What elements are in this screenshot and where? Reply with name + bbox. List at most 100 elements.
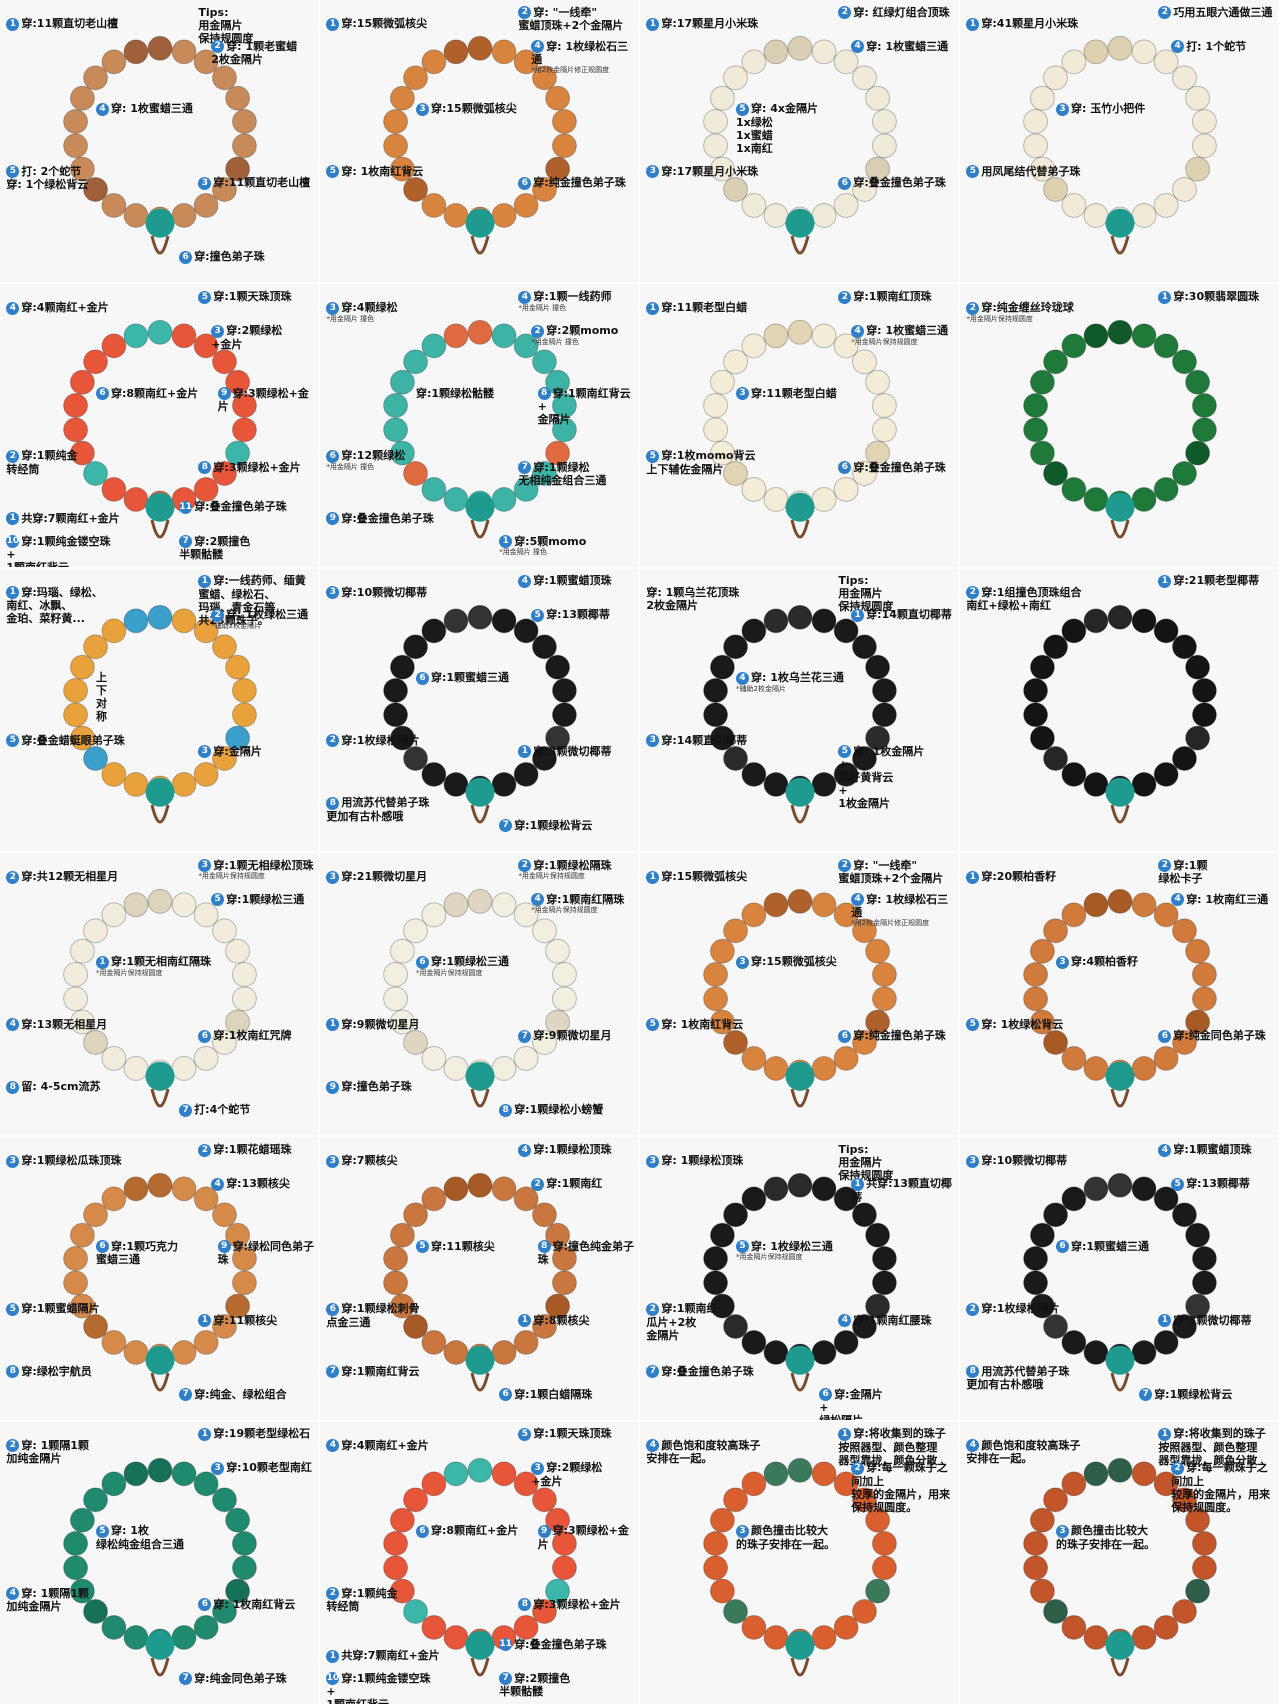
step-number-badge: 2	[6, 1439, 20, 1453]
bead	[225, 85, 251, 111]
step-number-badge: 2	[838, 859, 852, 873]
tassel-cord	[150, 1657, 170, 1677]
step-text: 穿:叠金撞色弟子珠	[661, 1364, 754, 1378]
bead	[1107, 888, 1133, 914]
bead	[1191, 133, 1217, 159]
bead	[123, 1056, 149, 1081]
step-text: 穿:4颗绿松	[341, 301, 398, 315]
bead	[101, 1045, 127, 1071]
step-number-badge: 2	[6, 870, 20, 884]
bead	[545, 1507, 571, 1533]
bead	[1107, 1457, 1133, 1483]
tassel-cord	[470, 235, 490, 255]
step-number-badge: 6	[1158, 1029, 1172, 1043]
step-number-badge: 6	[416, 671, 429, 685]
bead	[709, 440, 735, 466]
step-number-badge: 6	[838, 176, 852, 190]
bead	[1083, 1624, 1109, 1650]
bead	[69, 1578, 95, 1604]
bead	[147, 35, 173, 61]
step-note: *用金隔片保持规圆度	[96, 968, 163, 977]
bead	[811, 1461, 837, 1486]
step-number-badge: 1	[1158, 574, 1172, 588]
bead	[1185, 1293, 1211, 1319]
step-text: 穿: 1枚绿松三通	[226, 608, 309, 622]
bead	[551, 962, 577, 987]
step-number-badge: 2	[966, 1302, 980, 1316]
step-text: 穿:11颗核尖	[431, 1239, 495, 1253]
bead	[532, 1598, 557, 1624]
step-text: 穿:13颗椰蒂	[1186, 1177, 1250, 1191]
bead	[1043, 745, 1068, 771]
step-text: 穿: 1颗乌兰花顶珠 2枚金隔片	[646, 585, 740, 612]
bead	[383, 962, 409, 987]
step-text: 穿:1枚momo背云 上下辅佐金隔片	[646, 449, 756, 476]
bead	[1153, 1330, 1179, 1356]
bead	[709, 1578, 735, 1604]
bead	[147, 320, 173, 346]
step-number-badge: 5	[211, 893, 225, 907]
step-text: 穿:撞色纯金弟子珠	[537, 1239, 634, 1267]
bead	[871, 701, 897, 727]
step-text: 穿:玛瑙、绿松、 南红、冰飘、 金珀、菜籽黄...	[6, 585, 103, 626]
step-text: 穿:15颗微弧核尖	[431, 102, 517, 116]
bead	[147, 1173, 173, 1199]
bead	[123, 323, 149, 349]
step-text: 穿:1颗纯金 转经筒	[326, 1586, 398, 1614]
tassel-cord	[470, 1372, 490, 1392]
bead	[833, 49, 859, 75]
bead	[741, 1330, 767, 1356]
tassel-cord	[790, 1088, 810, 1108]
bead	[63, 677, 89, 703]
bead	[421, 333, 447, 359]
bead	[723, 1314, 748, 1340]
step-note: *用金隔片 撞色	[326, 462, 375, 471]
step-number-badge: 1	[518, 1314, 532, 1328]
bead	[852, 65, 877, 91]
bead	[709, 85, 735, 111]
bead	[231, 962, 257, 987]
bead	[1153, 333, 1179, 359]
step-text: 穿:1颗南红 瓜片+2枚 金隔片	[646, 1302, 718, 1342]
bead	[1131, 1624, 1157, 1650]
bead	[383, 393, 409, 419]
step-note: *用金隔片 撞色	[499, 548, 547, 557]
step-number-badge: 9	[326, 1080, 340, 1094]
bead	[763, 1624, 789, 1650]
bead	[513, 902, 539, 928]
bead	[1023, 417, 1049, 443]
bead	[83, 745, 108, 771]
bracelet-illustration	[383, 604, 577, 824]
bead	[763, 203, 789, 228]
step-text: 穿:1颗绿松 无相纯金组合三通	[518, 460, 607, 488]
step-text: 穿:叠金撞色弟子珠	[194, 500, 287, 514]
step-text: 穿:11颗核尖	[213, 1313, 278, 1327]
bead	[852, 1030, 877, 1055]
bead	[63, 1554, 89, 1580]
bead	[389, 1507, 415, 1533]
bead	[1061, 192, 1087, 218]
bead	[1029, 654, 1055, 680]
step-note: *辅助2枚金隔片	[211, 621, 262, 630]
bead	[443, 1340, 469, 1366]
bead	[443, 203, 469, 228]
